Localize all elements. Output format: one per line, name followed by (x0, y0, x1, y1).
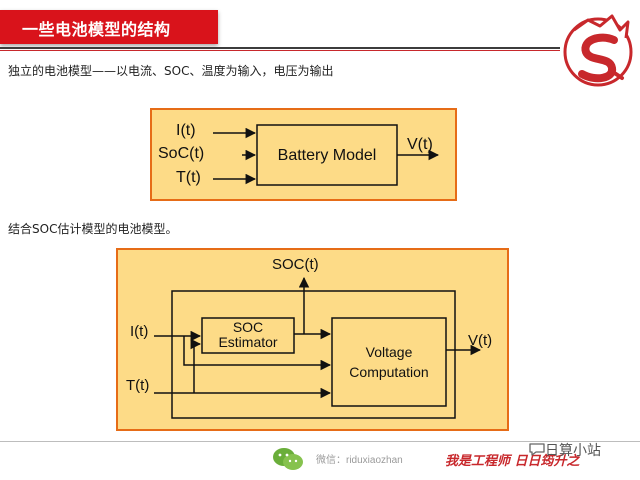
dragon-logo-icon (563, 14, 633, 87)
current-branch-arrow (183, 336, 332, 371)
chat-bubble-icon (529, 443, 545, 456)
battery-model-diagram (213, 124, 440, 186)
footer-divider (0, 441, 640, 442)
temperature-input-label: T(t) (176, 169, 201, 186)
header-divider-accent (0, 50, 560, 51)
page-title: 一些电池模型的结构 (22, 20, 171, 39)
battery-model-label: Battery Model (277, 147, 377, 164)
voltage-computation-line-1: Voltage (365, 344, 413, 360)
soc-estimator-line-2: Estimator (218, 334, 278, 350)
slogan-text: 我是工程师 日日筠升之 (445, 454, 580, 469)
voltage-output-label: V(t) (407, 136, 433, 153)
voltage-computation-label: Voltage Computation (332, 342, 446, 382)
soc-input-label: SoC(t) (158, 145, 205, 162)
wechat-id-label: 微信：riduxiaozhan (316, 455, 403, 466)
soc-model-diagram-panel (116, 248, 509, 431)
title-banner (0, 10, 218, 44)
temperature-to-estimator-arrow (190, 338, 202, 393)
soc-model-diagram (154, 276, 482, 419)
soc-estimator-block (201, 317, 295, 354)
wechat-icon (273, 448, 303, 470)
soc-output-label: SOC(t) (272, 256, 319, 273)
current-input-label: I(t) (130, 323, 149, 340)
watermark-text: 日算小站 (545, 443, 601, 459)
header-divider (0, 47, 560, 49)
caption-simple-model: 独立的电池模型——以电流、SOC、温度为输入，电压为输出 (8, 64, 334, 78)
voltage-computation-line-2: Computation (349, 364, 429, 380)
current-input-label: I(t) (176, 122, 196, 139)
temperature-input-label: T(t) (126, 377, 150, 394)
caption-soc-model: 结合SOC估计模型的电池模型。 (8, 222, 178, 236)
soc-estimator-line-1: SOC (232, 319, 264, 335)
outer-frame (171, 290, 456, 419)
voltage-output-label: V(t) (468, 332, 493, 349)
soc-estimator-label: SOC Estimator (202, 320, 294, 350)
voltage-computation-block (331, 317, 447, 407)
